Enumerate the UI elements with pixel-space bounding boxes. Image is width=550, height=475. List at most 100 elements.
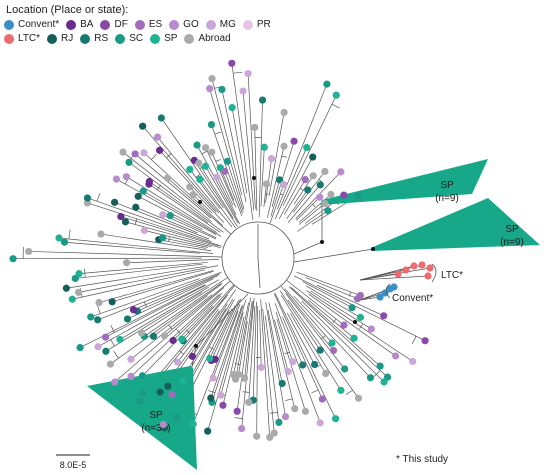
branch-line <box>58 237 213 254</box>
branch-connector <box>113 350 119 359</box>
tip-convent <box>381 289 389 297</box>
branch-line <box>280 285 334 351</box>
branch-connector <box>151 154 157 160</box>
tip-mg <box>409 357 417 366</box>
branch-line <box>268 112 285 196</box>
scale-bar: 8.0E-5 <box>56 454 90 470</box>
clade-sp-1 <box>320 159 488 205</box>
tip-sp <box>206 354 214 363</box>
tip-sc <box>139 389 147 397</box>
branch-line <box>262 308 275 434</box>
scale-bar-label: 8.0E-5 <box>60 460 87 470</box>
tip-mg <box>280 180 288 189</box>
branch-line <box>159 150 217 213</box>
branch-connector <box>233 71 243 74</box>
clade-sp-1-count: (n=9) <box>435 193 459 204</box>
tip-sc <box>71 274 79 283</box>
tip-sc <box>159 234 167 242</box>
tip-abroad <box>321 199 329 208</box>
tip-abroad <box>106 360 115 368</box>
branch-line <box>126 176 218 233</box>
tip-df <box>421 337 429 345</box>
tree-branches <box>13 63 431 438</box>
tip-abroad <box>202 144 210 152</box>
branch-line <box>143 190 222 237</box>
inner-ring <box>221 221 295 295</box>
legend-label: BA <box>80 19 94 30</box>
branch-line <box>105 284 207 338</box>
tip-ltc <box>418 261 426 269</box>
clade-sp-3-label: SP <box>149 410 163 421</box>
tip-mg <box>140 149 148 157</box>
branch-line <box>130 294 213 360</box>
tip-sc <box>76 344 84 352</box>
tip-sc <box>323 80 331 88</box>
tip-abroad <box>74 288 83 296</box>
tip-mg <box>284 368 292 376</box>
tip-rj <box>132 203 140 211</box>
branch-line <box>284 288 333 344</box>
branch-line <box>148 183 221 233</box>
branch-line <box>144 282 223 337</box>
branch-line <box>87 197 212 242</box>
tip-convent <box>390 283 398 291</box>
branch-line <box>120 216 220 247</box>
branch-line <box>64 241 200 254</box>
legend-item-abroad: Abroad <box>184 33 231 44</box>
branch-line <box>231 107 248 194</box>
tip-go <box>337 168 345 176</box>
tip-rs <box>311 360 319 369</box>
branch-line <box>210 299 240 361</box>
tip-abroad <box>160 332 169 340</box>
tip-abroad <box>25 247 33 256</box>
tip-go <box>367 325 375 333</box>
branch-line <box>125 221 222 249</box>
tip-sc <box>348 303 356 312</box>
branch-line <box>260 147 265 207</box>
branch-connector <box>214 131 222 135</box>
branch-line <box>260 299 271 438</box>
branch-connector <box>97 305 101 314</box>
legend-row-2: LTC* RJ RS SC SP Abroad <box>4 33 304 44</box>
branch-line <box>192 194 212 214</box>
go-dot-icon <box>169 19 180 30</box>
branch-connector <box>195 174 201 178</box>
clade-sp-1-label: SP <box>440 180 454 191</box>
tip-mg <box>127 355 135 363</box>
internal-node <box>353 320 357 324</box>
tip-mg <box>213 173 221 181</box>
branch-line <box>97 279 219 348</box>
tip-rj <box>207 394 215 402</box>
legend-label: LTC* <box>18 33 41 44</box>
tip-rs <box>316 181 324 189</box>
tip-sc <box>218 85 226 94</box>
tip-sp <box>189 420 197 428</box>
ltc-bracket <box>431 263 437 283</box>
branch-line <box>316 284 384 317</box>
branch-line <box>116 178 217 235</box>
branch-line <box>244 301 254 379</box>
branch-line <box>310 290 372 330</box>
branch-connector <box>176 329 181 334</box>
tip-mg <box>94 343 102 351</box>
tip-ba <box>156 146 164 154</box>
branch-line <box>144 230 212 247</box>
branch-line <box>308 299 355 339</box>
branch-connector <box>234 417 243 419</box>
tip-go <box>122 173 131 181</box>
clade-sp-2-count: (n=9) <box>500 237 524 248</box>
branch-line <box>164 281 231 337</box>
branch-line <box>295 196 320 221</box>
branch-line <box>281 295 342 391</box>
tip-abroad <box>321 167 329 176</box>
branch-connector <box>285 398 293 401</box>
branch-line <box>216 176 237 215</box>
branch-connector <box>332 318 337 324</box>
tip-sc <box>341 365 349 373</box>
branch-connector <box>312 203 316 208</box>
tip-convent <box>376 293 384 301</box>
branch-line <box>122 151 212 222</box>
branch-line <box>72 269 205 300</box>
clade-branch <box>293 248 374 263</box>
tip-sp <box>75 270 83 278</box>
